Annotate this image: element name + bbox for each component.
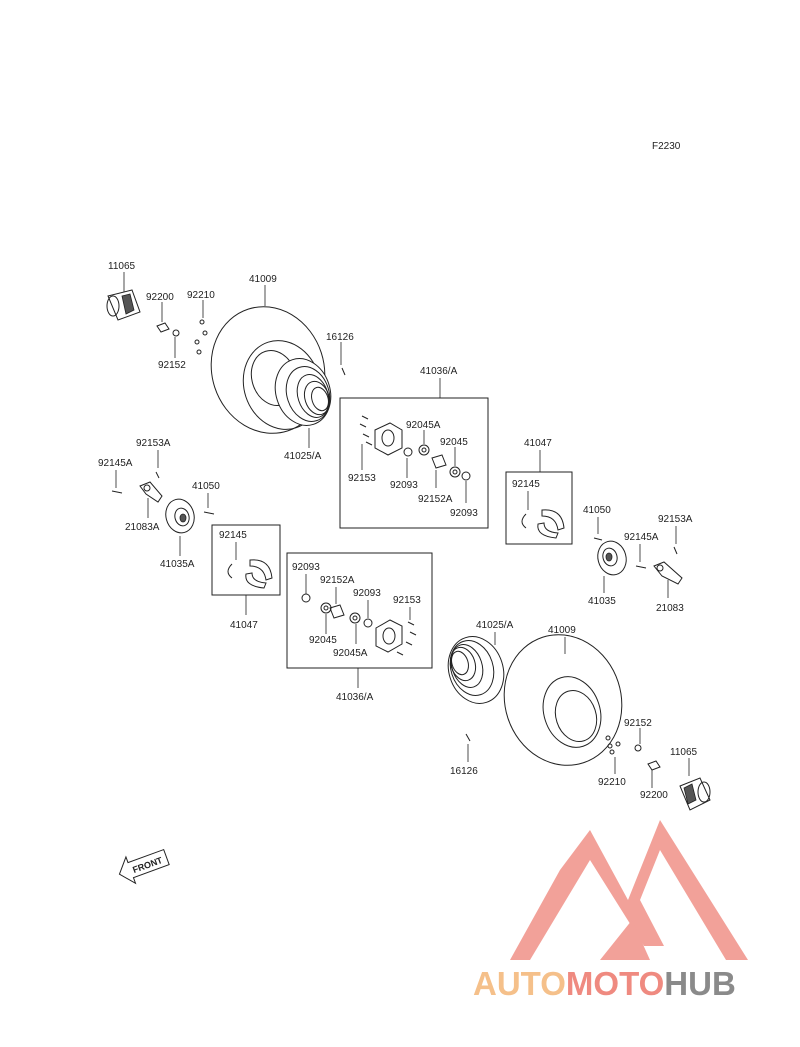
wheel-cap-part — [679, 777, 711, 811]
washer-part — [647, 760, 661, 771]
bearing-part — [449, 466, 461, 478]
watermark-text: AUTOMOTOHUB — [473, 965, 736, 1002]
part-label-41036a-c: 41036/A — [336, 692, 374, 703]
cam-lever-part — [653, 561, 683, 585]
pin-part — [203, 511, 215, 515]
bearing-part — [418, 444, 430, 456]
seal-part — [403, 447, 413, 457]
shoe-kit-box — [505, 471, 573, 545]
bearing-part — [320, 602, 332, 614]
part-label-21083-b: 21083 — [656, 603, 684, 614]
nut-part — [605, 735, 621, 755]
bearing-part — [349, 612, 361, 624]
front-arrow: FRONT — [118, 848, 170, 885]
part-label-92153a: 92153A — [136, 438, 171, 449]
part-label-41009: 41009 — [249, 274, 277, 285]
brake-shoe-part — [245, 559, 273, 589]
watermark-part-moto: MOTO — [566, 965, 664, 1002]
shoe-kit-box — [211, 524, 281, 596]
part-label-92145-a: 92145 — [512, 479, 540, 490]
brake-shoe-part — [537, 509, 565, 539]
part-label-41035a: 41035A — [160, 559, 195, 570]
part-label-92045a-c: 92045A — [333, 648, 368, 659]
part-label-41050-b: 41050 — [583, 505, 611, 516]
part-label-92153-c: 92153 — [393, 595, 421, 606]
part-label-92145a-b: 92145A — [624, 532, 659, 543]
seal-part — [301, 593, 311, 603]
part-label-11065: 11065 — [108, 261, 136, 272]
spring-part — [227, 563, 233, 579]
part-label-92093-c: 92093 — [292, 562, 320, 573]
hub-part — [375, 619, 417, 656]
part-label-92200: 92200 — [146, 292, 174, 303]
part-label-92153: 92153 — [348, 473, 376, 484]
brake-panel-part — [597, 540, 627, 576]
part-label-16126-b: 16126 — [450, 766, 478, 777]
rim-part — [447, 636, 505, 704]
part-label-92145a: 92145A — [98, 458, 133, 469]
watermark-logo-icon — [510, 820, 748, 960]
part-label-92045a: 92045A — [406, 420, 441, 431]
part-label-92145-b: 92145 — [219, 530, 247, 541]
part-label-41047-a: 41047 — [524, 438, 552, 449]
wheel-cap-part — [106, 289, 141, 321]
part-label-92045-c: 92045 — [309, 635, 337, 646]
seal-part — [363, 618, 373, 628]
spring-part — [111, 490, 123, 494]
part-label-41009-b: 41009 — [548, 625, 576, 636]
collar-part — [634, 744, 642, 752]
part-label-41025a: 41025/A — [284, 451, 322, 462]
part-label-41050: 41050 — [192, 481, 220, 492]
part-label-41036a: 41036/A — [420, 366, 458, 377]
spring-part — [635, 565, 647, 569]
hub-kit-box — [286, 552, 433, 669]
part-label-92210-b: 92210 — [598, 777, 626, 788]
diagram-code: F2230 — [652, 141, 681, 152]
valve-part — [341, 367, 346, 376]
part-label-16126: 16126 — [326, 332, 354, 343]
part-label-92093-b: 92093 — [450, 508, 478, 519]
part-label-41025a-b: 41025/A — [476, 620, 514, 631]
rim-part — [274, 358, 332, 426]
cam-lever-part — [139, 481, 163, 503]
hub-kit-box — [339, 397, 489, 529]
pin-part — [593, 537, 603, 541]
part-label-41035-b: 41035 — [588, 596, 616, 607]
nut-part — [194, 319, 208, 355]
part-label-11065-b: 11065 — [670, 747, 698, 758]
valve-part — [465, 733, 471, 742]
washer-part — [156, 322, 170, 333]
part-label-92200-b: 92200 — [640, 790, 668, 801]
bolt-part — [673, 546, 678, 555]
part-label-92093-d: 92093 — [353, 588, 381, 599]
watermark-part-auto: AUTO — [473, 965, 566, 1002]
tire-part — [503, 634, 623, 766]
watermark-part-hub: HUB — [664, 965, 736, 1002]
part-label-92152a-c: 92152A — [320, 575, 355, 586]
spacer-part — [329, 604, 345, 619]
part-label-92152a: 92152A — [418, 494, 453, 505]
hub-part — [359, 415, 403, 456]
part-label-92152-b: 92152 — [624, 718, 652, 729]
spring-part — [521, 513, 527, 529]
part-label-92153a-b: 92153A — [658, 514, 693, 525]
part-label-92210: 92210 — [187, 290, 215, 301]
brake-panel-part — [165, 498, 195, 534]
spacer-part — [431, 454, 447, 469]
seal-part — [461, 471, 471, 481]
bolt-part — [155, 471, 160, 479]
part-label-92152: 92152 — [158, 360, 186, 371]
part-label-92045: 92045 — [440, 437, 468, 448]
part-label-41047-b: 41047 — [230, 620, 258, 631]
part-label-21083a: 21083A — [125, 522, 160, 533]
collar-part — [172, 329, 180, 337]
part-label-92093: 92093 — [390, 480, 418, 491]
